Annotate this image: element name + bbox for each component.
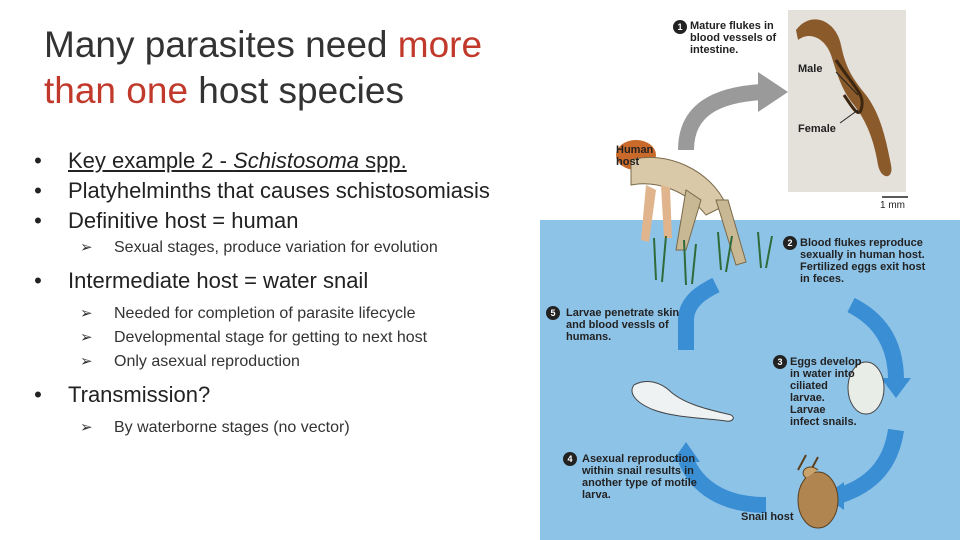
sub-bullet-completion: Needed for completion of parasite lifecy…	[28, 302, 588, 326]
cycle-arrow-3	[847, 297, 904, 381]
sub-bullet-developmental: Developmental stage for getting to next …	[28, 326, 588, 350]
sub-bullet-asexual: Only asexual reproduction	[28, 350, 588, 374]
step3-line3: ciliated	[790, 380, 828, 392]
title-part1: Many parasites need	[44, 24, 398, 65]
step4-line1: Asexual reproduction	[582, 453, 696, 465]
step2-label: Blood flukes reproduce sexually in human…	[800, 237, 925, 285]
step1-line1: Mature flukes in	[690, 20, 774, 32]
bullet-key-example: Key example 2 - Schistosoma spp.	[28, 146, 588, 176]
step5-line2: and blood vessls of	[566, 319, 669, 331]
step4-number: 4	[563, 452, 577, 466]
key-example-suffix: spp.	[359, 148, 407, 173]
key-example-genus: Schistosoma	[233, 148, 360, 173]
bullet-list: Key example 2 - Schistosoma spp. Platyhe…	[28, 146, 588, 440]
human-figure	[616, 140, 747, 266]
larva-shape	[631, 381, 734, 422]
step3-label: Eggs develop in water into ciliated larv…	[790, 356, 862, 428]
human-line2: host	[616, 156, 640, 168]
female-label: Female	[798, 123, 836, 135]
snail-figure	[797, 454, 839, 529]
step3-line2: in water into	[790, 368, 855, 380]
step3-number: 3	[773, 355, 787, 369]
cycle-arrow-4	[838, 428, 904, 503]
reeds	[653, 231, 773, 286]
sub-bullet-sexual-stages: Sexual stages, produce variation for evo…	[28, 236, 588, 260]
bullet-transmission: Transmission?	[28, 380, 588, 410]
step5-number: 5	[546, 306, 560, 320]
step3-line5: Larvae	[790, 404, 826, 416]
scale-label: 1 mm	[880, 200, 905, 211]
cycle-arrow-1	[678, 277, 720, 350]
human-host-label: Human host	[616, 144, 653, 168]
cycle-arrowhead-3	[881, 378, 911, 398]
step2-number: 2	[783, 236, 797, 250]
step3-line1: Eggs develop	[790, 356, 862, 368]
bullet-platyhelminths: Platyhelminths that causes schistosomias…	[28, 176, 588, 206]
male-label: Male	[798, 63, 823, 75]
step4-line4: larva.	[582, 489, 611, 501]
bullet-intermediate-host: Intermediate host = water snail	[28, 266, 588, 296]
step4-line3: another type of motile	[582, 477, 697, 489]
gray-arrow	[678, 84, 762, 151]
key-example-prefix: Key example 2 -	[68, 148, 234, 173]
cycle-arrowhead-5	[672, 442, 700, 462]
step3-line4: larvae.	[790, 392, 825, 404]
male-fluke-shape	[796, 19, 892, 177]
human-line1: Human	[616, 144, 654, 156]
step5-line3: humans.	[566, 331, 612, 343]
female-fluke-shape	[834, 59, 864, 114]
female-pointer	[839, 109, 859, 124]
step5-label: Larvae penetrate skin and blood vessls o…	[566, 307, 679, 343]
step2-line3: Fertilized eggs exit host	[800, 261, 926, 273]
gray-arrowhead	[758, 72, 788, 112]
step1-label: Mature flukes in blood vessels of intest…	[690, 20, 776, 56]
snail-host-label: Snail host	[741, 511, 794, 523]
step2-line2: sexually in human host.	[800, 249, 925, 261]
title-part2: host species	[188, 70, 404, 111]
egg-shape	[847, 361, 885, 415]
cycle-arrow-5	[678, 456, 767, 513]
slide-title: Many parasites need more than one host s…	[44, 22, 564, 114]
step1-number: 1	[673, 20, 687, 34]
step5-line1: Larvae penetrate skin	[566, 307, 680, 319]
step4-label: Asexual reproduction within snail result…	[582, 453, 697, 501]
step1-line2: blood vessels of	[690, 32, 777, 44]
lifecycle-diagram: 1 Mature flukes in blood vessels of inte…	[536, 0, 960, 540]
step2-line1: Blood flukes reproduce	[800, 237, 923, 249]
diagram-graphics	[616, 19, 911, 529]
bullet-definitive-host: Definitive host = human	[28, 206, 588, 236]
step2-line4: in feces.	[800, 273, 845, 285]
step1-line3: intestine.	[690, 44, 739, 56]
key-example-text: Key example 2 - Schistosoma spp.	[68, 148, 407, 173]
step4-line2: within snail results in	[582, 465, 694, 477]
male-pointer	[835, 71, 859, 96]
sub-bullet-waterborne: By waterborne stages (no vector)	[28, 416, 588, 440]
title-accent: more than one	[44, 24, 483, 111]
step3-line6: infect snails.	[790, 416, 857, 428]
